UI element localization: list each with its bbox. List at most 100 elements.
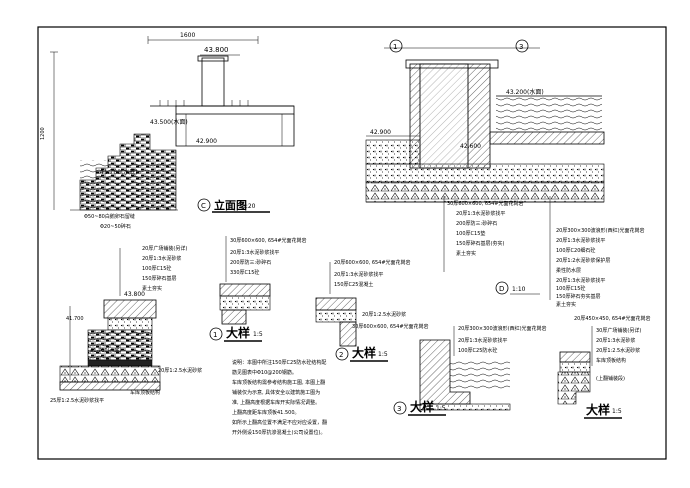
- svg-text:20厚300×300波浪形(西红)光面花岗岩: 20厚300×300波浪形(西红)光面花岗岩: [458, 325, 547, 332]
- svg-text:20厚1:3水泥砂浆找平: 20厚1:3水泥砂浆找平: [458, 337, 507, 344]
- elevation-title: 立面图: [214, 198, 247, 212]
- svg-text:C: C: [201, 202, 206, 210]
- svg-text:开外侧设150厚抗渗混凝土(公司设置位)。: 开外侧设150厚抗渗混凝土(公司设置位)。: [232, 429, 325, 436]
- mid-level-label: 42.900: [196, 138, 217, 145]
- detail-2-title: 大样: [352, 345, 376, 360]
- detail-2-scale: 1:5: [378, 351, 388, 358]
- detail-4-scale: 1:5: [612, 408, 622, 415]
- svg-text:150厚碎石基层(夯实): 150厚碎石基层(夯实): [456, 240, 504, 247]
- detail-1-callout: [209, 327, 223, 341]
- section-right-level: 42.600: [460, 143, 481, 150]
- svg-text:20厚300×300波浪形(西红)光面花岗岩: 20厚300×300波浪形(西红)光面花岗岩: [556, 227, 645, 234]
- svg-text:30厚广场铺装(另详): 30厚广场铺装(另详): [596, 327, 641, 334]
- svg-text:30厚600×600, 654#光面花岗岩: 30厚600×600, 654#光面花岗岩: [230, 237, 307, 244]
- svg-text:20厚1:2.5水泥砂浆: 20厚1:2.5水泥砂浆: [158, 367, 202, 374]
- svg-text:100厚C25防水砼: 100厚C25防水砼: [458, 347, 497, 354]
- svg-text:车库顶板结构需参考结构施工图, 本图上翻: 车库顶板结构需参考结构施工图, 本图上翻: [232, 379, 325, 386]
- elevation-top-dim: 1600: [180, 32, 195, 39]
- detail-1-title: 大样: [226, 325, 250, 340]
- detail-3-title: 大样: [410, 399, 434, 414]
- section-d-callout: [495, 281, 509, 295]
- svg-text:30厚600×600, 654#光面花岗岩: 30厚600×600, 654#光面花岗岩: [352, 323, 429, 330]
- svg-text:20厚1:3水泥砂浆: 20厚1:3水泥砂浆: [142, 255, 181, 262]
- svg-text:如所示上翻高位置不满足不应对应设置，翻: 如所示上翻高位置不满足不应对应设置，翻: [232, 419, 327, 426]
- elevation-side-dim: 1200: [40, 127, 46, 140]
- elevation-callout: [197, 198, 211, 212]
- left-detail-view: 20厚广场铺装(另详) 20厚1:3水泥砂浆 100厚C15砼 150厚碎石基层…: [50, 245, 202, 404]
- svg-text:1: 1: [213, 331, 217, 339]
- svg-text:铺装仅为示意, 具体安全以建筑施工图为: 铺装仅为示意, 具体安全以建筑施工图为: [232, 389, 320, 396]
- general-notes: 说明：本图中所注150厚C25防水砼结构配 筋见图表中Φ10@200钢筋。 车库…: [232, 359, 327, 436]
- svg-text:素土夯实: 素土夯实: [456, 250, 476, 257]
- callout-3: [515, 39, 529, 53]
- svg-text:车库顶板结构: 车库顶板结构: [130, 389, 160, 396]
- svg-text:20厚450×450, 654#光面花岗岩: 20厚450×450, 654#光面花岗岩: [574, 315, 651, 322]
- svg-text:20厚1:3水泥砂浆找平: 20厚1:3水泥砂浆找平: [230, 249, 279, 256]
- svg-text:20厚1:3水泥砂浆找平: 20厚1:3水泥砂浆找平: [556, 237, 605, 244]
- svg-text:100厚C15垫: 100厚C15垫: [456, 230, 485, 237]
- elevation-view: 1600 43.800 1200 43.500(水面) 42.900 41.70…: [40, 32, 295, 230]
- pillar: [201, 57, 225, 107]
- detail-1-view: 30厚600×600, 654#光面花岗岩 20厚1:3水泥砂浆找平 200厚防…: [209, 236, 307, 342]
- gravel-note: Φ20~50碎石: [100, 223, 131, 230]
- svg-text:200厚防三:砂碎石: 200厚防三:砂碎石: [230, 259, 271, 266]
- detail-3-callout: [393, 401, 407, 415]
- svg-text:柔性防水层: 柔性防水层: [556, 267, 581, 274]
- svg-text:25厚1:2.5水泥砂浆找平: 25厚1:2.5水泥砂浆找平: [50, 397, 104, 404]
- svg-text:20厚1:3水泥砂浆找平: 20厚1:3水泥砂浆找平: [334, 271, 383, 278]
- sheet-border: [37, 26, 667, 460]
- svg-text:20厚1:3水泥砂浆找平: 20厚1:3水泥砂浆找平: [456, 210, 505, 217]
- svg-text:3: 3: [397, 405, 401, 413]
- svg-text:43.800: 43.800: [124, 291, 145, 298]
- water-level-label: 43.500(水面): [150, 118, 188, 126]
- svg-text:330厚C15砼: 330厚C15砼: [230, 269, 259, 276]
- svg-text:150厚C25混凝土: 150厚C25混凝土: [334, 281, 373, 288]
- pool-bottom-level: 41.700(水底): [100, 168, 138, 176]
- svg-text:200厚防三:砂碎石: 200厚防三:砂碎石: [456, 220, 497, 227]
- svg-text:准, 上翻高度根据车库开实际情况调整。: 准, 上翻高度根据车库开实际情况调整。: [232, 399, 320, 406]
- svg-text:20厚1:2.5水泥砂浆: 20厚1:2.5水泥砂浆: [362, 311, 406, 318]
- left-detail-slab: [103, 299, 157, 319]
- pebble-note: Φ50~80白鹅卵石留缝: [84, 213, 135, 220]
- detail-4-title: 大样: [586, 402, 610, 417]
- detail-4-view: 20厚450×450, 654#光面花岗岩 30厚广场铺装(另详) 20厚1:3…: [557, 315, 651, 419]
- svg-text:100厚C15砼: 100厚C15砼: [142, 265, 171, 272]
- svg-text:20厚广场铺装(另详): 20厚广场铺装(另详): [142, 245, 187, 252]
- svg-text:筋见图表中Φ10@200钢筋。: 筋见图表中Φ10@200钢筋。: [232, 369, 297, 376]
- svg-text:100厚C15砼: 100厚C15砼: [556, 285, 585, 292]
- elevation-scale: 1:20: [242, 203, 256, 210]
- svg-text:20厚1:3水泥砂浆找平: 20厚1:3水泥砂浆找平: [556, 277, 605, 284]
- svg-text:车库顶板结构: 车库顶板结构: [596, 357, 626, 364]
- section-left-level: 42.900: [370, 129, 391, 136]
- svg-text:素土夯实: 素土夯实: [556, 301, 576, 308]
- svg-text:20厚1:2水泥砂浆保护层: 20厚1:2水泥砂浆保护层: [556, 257, 610, 264]
- detail-3-scale: 1:5: [436, 405, 446, 412]
- svg-text:3: 3: [519, 43, 523, 51]
- svg-text:(上翻铺装段): (上翻铺装段): [596, 375, 625, 382]
- callout-1: [389, 39, 403, 53]
- svg-text:素土夯实: 素土夯实: [142, 285, 162, 292]
- svg-text:41.700: 41.700: [66, 316, 84, 322]
- svg-text:20厚1:3水泥砂浆: 20厚1:3水泥砂浆: [596, 337, 635, 344]
- detail-2-callout: [335, 347, 349, 361]
- detail-1-scale: 1:5: [253, 331, 263, 338]
- svg-text:30厚600×600, 654#光面花岗岩: 30厚600×600, 654#光面花岗岩: [447, 200, 524, 207]
- section-d-title: D: [499, 285, 504, 293]
- svg-text:说明：本图中所注150厚C25防水砼结构配: 说明：本图中所注150厚C25防水砼结构配: [232, 359, 326, 366]
- svg-text:2: 2: [339, 351, 343, 359]
- svg-text:20厚600×600, 654#光面花岗岩: 20厚600×600, 654#光面花岗岩: [334, 259, 411, 266]
- svg-text:20厚1:2.5水泥砂浆: 20厚1:2.5水泥砂浆: [596, 347, 640, 354]
- svg-text:150厚碎石夯实基层: 150厚碎石夯实基层: [556, 293, 601, 300]
- elevation-top-level: 43.800: [204, 46, 229, 54]
- detail-3-view: 20厚300×300波浪形(西红)光面花岗岩 20厚1:3水泥砂浆找平 100厚…: [393, 325, 547, 416]
- svg-text:150厚碎石基层: 150厚碎石基层: [142, 275, 177, 282]
- section-d-view: 1 3 43.200(水面) 42.900 42.600 30厚600×600,…: [365, 39, 645, 308]
- svg-text:1: 1: [393, 43, 397, 51]
- section-water-level: 43.200(水面): [506, 88, 544, 96]
- detail-2-view: 20厚600×600, 654#光面花岗岩 20厚1:3水泥砂浆找平 150厚C…: [315, 259, 429, 362]
- svg-text:上翻高度距车库顶板41.500。: 上翻高度距车库顶板41.500。: [232, 409, 300, 416]
- section-d-scale: 1:10: [512, 286, 526, 293]
- svg-text:100厚C20细石砼: 100厚C20细石砼: [556, 247, 595, 254]
